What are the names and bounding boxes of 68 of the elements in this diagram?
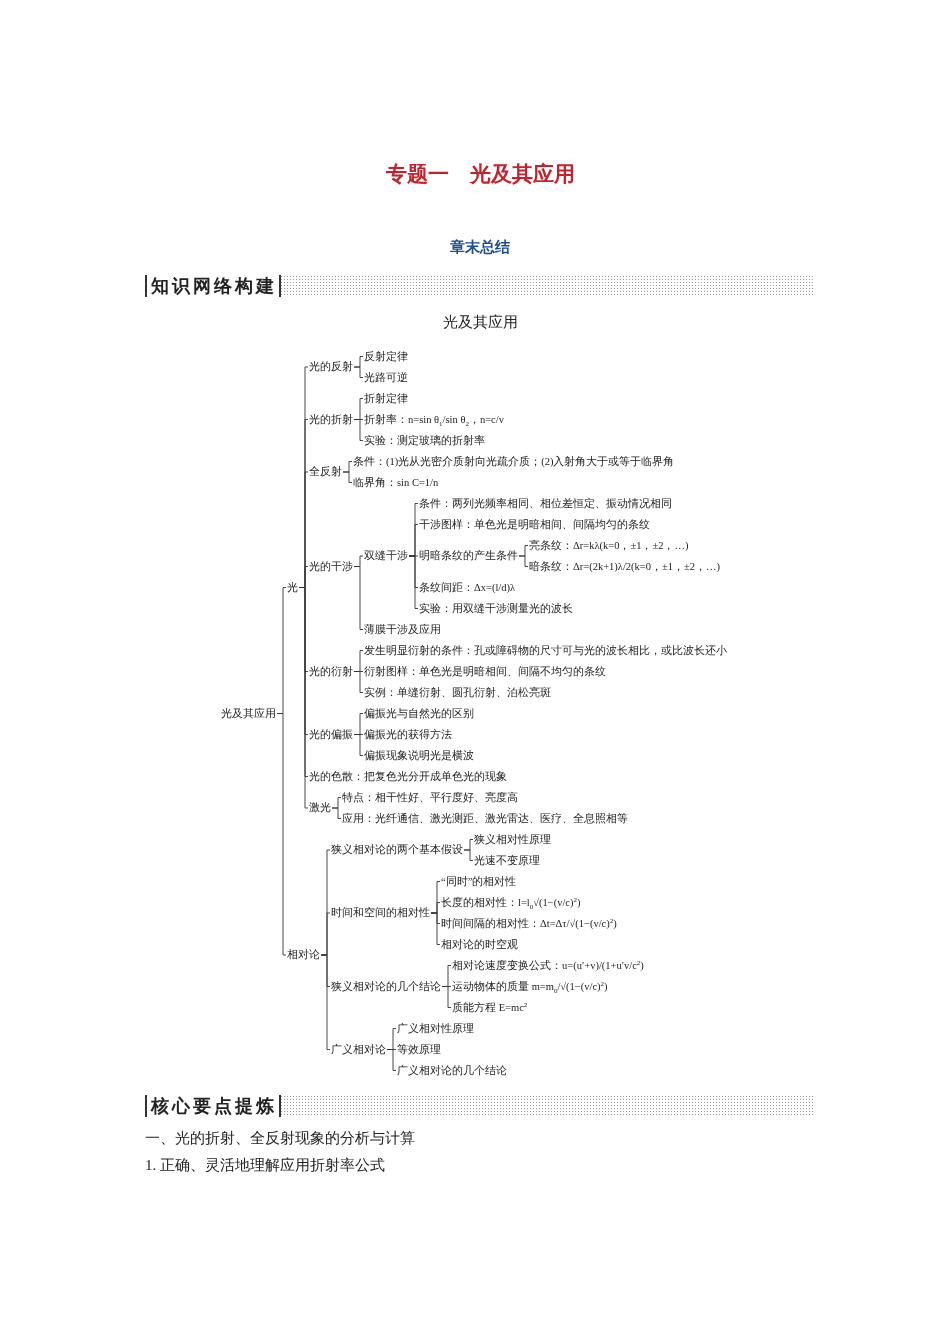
tree-node-text: 干涉图样：单色光是明暗相间、间隔均匀的条纹: [418, 517, 651, 532]
section-subtitle: 章末总结: [449, 238, 511, 257]
tree-node-text: 光的反射: [308, 360, 354, 374]
tree-node-text: 长度的相对性：l=l$_{0}$√(1−(v/c)$^{2}$): [440, 895, 582, 910]
tree-node-text: 全反射: [308, 465, 343, 479]
tree-node-text: 薄膜干涉及应用: [363, 622, 442, 637]
tree-node-text: 应用：光纤通信、激光测距、激光雷达、医疗、全息照相等: [341, 811, 629, 826]
tree-node-text: 亮条纹：Δr=kλ(k=0，±1，±2，…): [528, 538, 690, 553]
tree-node-text: 折射率：n=sin θ$_{1}$/sin θ$_{2}$，n=c/v: [363, 412, 505, 427]
tree-node-text: 条纹间距：Δx=(l/d)λ: [418, 580, 517, 595]
tree-node-text: 光: [286, 580, 299, 595]
tree-node-text: 实验：测定玻璃的折射率: [363, 433, 486, 448]
tree-node-text: 广义相对论的几个结论: [396, 1063, 508, 1078]
diagram-heading: 光及其应用: [441, 313, 519, 332]
tree-node-text: 条件：两列光频率相同、相位差恒定、振动情况相同: [418, 496, 673, 511]
brace-connector: [408, 555, 419, 609]
brace-connector: [320, 954, 331, 1050]
brace-connector: [463, 849, 474, 861]
tree-node-text: 偏振光与自然光的区别: [363, 706, 475, 721]
tree-node-text: 反射定律: [363, 349, 409, 364]
brace-connector: [331, 807, 342, 819]
section-heading: 知识网络构建: [145, 275, 281, 297]
tree-node-text: 临界角：sin C=1/n: [352, 475, 440, 490]
tree-node-text: 相对论速度变换公式：u=(u′+v)/(1+u′v/c$^{2}$): [451, 958, 645, 973]
brace-connector: [342, 471, 353, 483]
section-heading: 核心要点提炼: [145, 1095, 281, 1117]
tree-node-text: 双缝干涉: [363, 549, 409, 563]
tree-node-text: 光的折射: [308, 412, 354, 427]
tree-node-text: 时间间隔的相对性：Δt=Δτ/√(1−(v/c)$^{2}$): [440, 916, 618, 931]
tree-node-text: 衍射图样：单色光是明暗相间、间隔不均匀的条纹: [363, 664, 607, 679]
tree-node-text: 激光: [308, 801, 332, 815]
tree-node-text: 运动物体的质量 m=m$_{0}$/√(1−(v/c)$^{2}$): [451, 979, 609, 994]
tree-node-text: 质能方程 E=mc$^{2}$: [451, 1000, 529, 1015]
tree-node-text: 偏振光的获得方法: [363, 727, 453, 742]
tree-node-text: 相对论: [286, 948, 321, 962]
tree-node-text: 狭义相对性原理: [473, 832, 552, 847]
tree-node-text: “同时”的相对性: [440, 874, 518, 889]
tree-node-text: 光及其应用: [220, 706, 277, 721]
tree-node-text: 狭义相对论的几个结论: [330, 979, 442, 994]
tree-node-text: 光速不变原理: [473, 853, 541, 868]
tree-node-text: 光的干涉: [308, 559, 354, 574]
tree-node-text: 光的偏振: [308, 727, 354, 742]
tree-node-text: 光路可逆: [363, 370, 409, 385]
section-text: 1. 正确、灵活地理解应用折射率公式: [145, 1156, 386, 1175]
tree-node-text: 条件：(1)光从光密介质射向光疏介质；(2)入射角大于或等于临界角: [352, 454, 676, 469]
tree-node-text: 等效原理: [396, 1042, 442, 1057]
tree-node-text: 发生明显衍射的条件：孔或障碍物的尺寸可与光的波长相比，或比波长还小: [363, 643, 728, 658]
tree-node-text: 时间和空间的相对性: [330, 906, 431, 920]
tree-node-text: 广义相对性原理: [396, 1021, 475, 1036]
tree-node-text: 实例：单缝衍射、圆孔衍射、泊松亮斑: [363, 685, 552, 700]
section-text: 一、光的折射、全反射现象的分析与计算: [145, 1129, 416, 1148]
brace-connector: [353, 366, 364, 378]
tree-node-text: 光的色散：把复色光分开成单色光的现象: [308, 769, 508, 784]
tree-node-text: 明暗条纹的产生条件: [418, 549, 519, 563]
tree-node-text: 广义相对论: [330, 1042, 387, 1057]
tree-node-text: 暗条纹：Δr=(2k+1)λ/2(k=0，±1，±2，…): [528, 559, 722, 574]
brace-connector: [276, 713, 287, 956]
tree-node-text: 折射定律: [363, 391, 409, 406]
page-title: 专题一 光及其应用: [384, 161, 576, 188]
tree-node-text: 狭义相对论的两个基本假设: [330, 843, 464, 857]
tree-node-text: 实验：用双缝干涉测量光的波长: [418, 601, 574, 616]
brace-connector: [430, 912, 441, 945]
tree-node-text: 光的衍射: [308, 664, 354, 679]
brace-connector: [353, 566, 364, 630]
tree-node-text: 相对论的时空观: [440, 937, 519, 952]
tree-node-text: 偏振现象说明光是横波: [363, 748, 475, 763]
tree-node-text: 特点：相干性好、平行度好、亮度高: [341, 790, 519, 805]
brace-connector: [518, 555, 529, 567]
